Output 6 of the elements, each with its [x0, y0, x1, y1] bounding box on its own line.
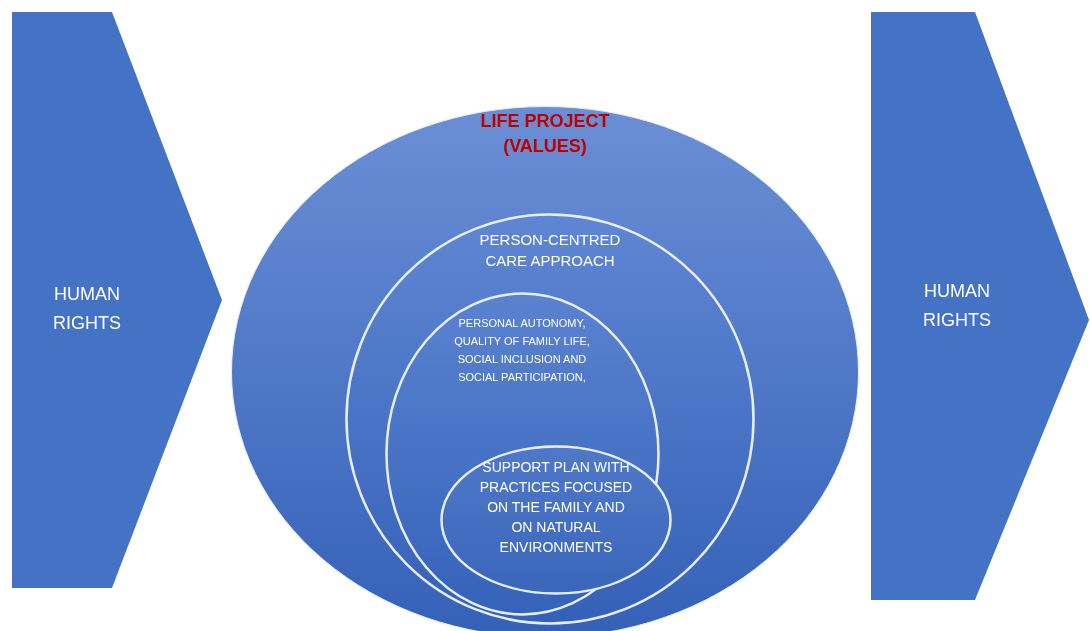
node-label: PERSON-CENTRED CARE APPROACH	[478, 230, 622, 271]
node-label: SUPPORT PLAN WITH PRACTICES FOCUSED ON THE FAMILY AND ON NATURAL ENVIRONMENTS	[478, 458, 634, 557]
title-text: LIFE PROJECT (VALUES)	[479, 110, 611, 158]
node-label: HUMAN RIGHTS	[922, 280, 992, 332]
node-label: PERSONAL AUTONOMY, QUALITY OF FAMILY LIFE, SOCIAL INCLUSION AND SOCIAL PARTICIPATION,	[453, 316, 591, 385]
node-label: HUMAN RIGHTS	[52, 283, 122, 335]
